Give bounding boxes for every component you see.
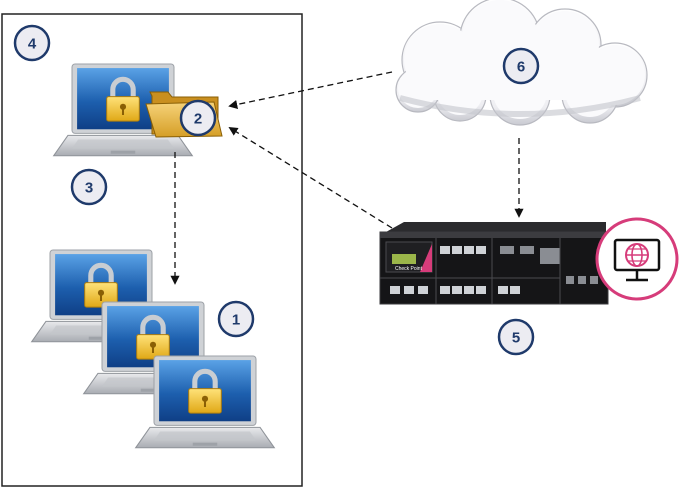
badge-2-label: 2: [194, 111, 202, 128]
cloud-to-folder-arrow: [228, 71, 393, 109]
security-appliance-icon: Check Point: [379, 222, 609, 305]
badge-6: 6: [502, 47, 540, 85]
badge-5: 5: [497, 318, 535, 356]
badge-4: 4: [13, 24, 51, 62]
appliance-brand-text: Check Point: [395, 266, 423, 272]
badge-2: 2: [179, 99, 217, 137]
laptop-lock-icon: [136, 356, 275, 448]
badge-3: 3: [70, 168, 108, 206]
badge-4-label: 4: [28, 36, 37, 53]
badge-5-label: 5: [512, 330, 520, 347]
endpoint-group-frame: [1, 13, 303, 487]
badge-6-label: 6: [517, 59, 525, 76]
badge-3-label: 3: [85, 180, 93, 197]
globe-monitor-icon: [595, 217, 679, 301]
appliance-to-folder-arrow: [228, 127, 393, 229]
badge-1-label: 1: [232, 312, 240, 329]
badge-1: 1: [217, 300, 255, 338]
